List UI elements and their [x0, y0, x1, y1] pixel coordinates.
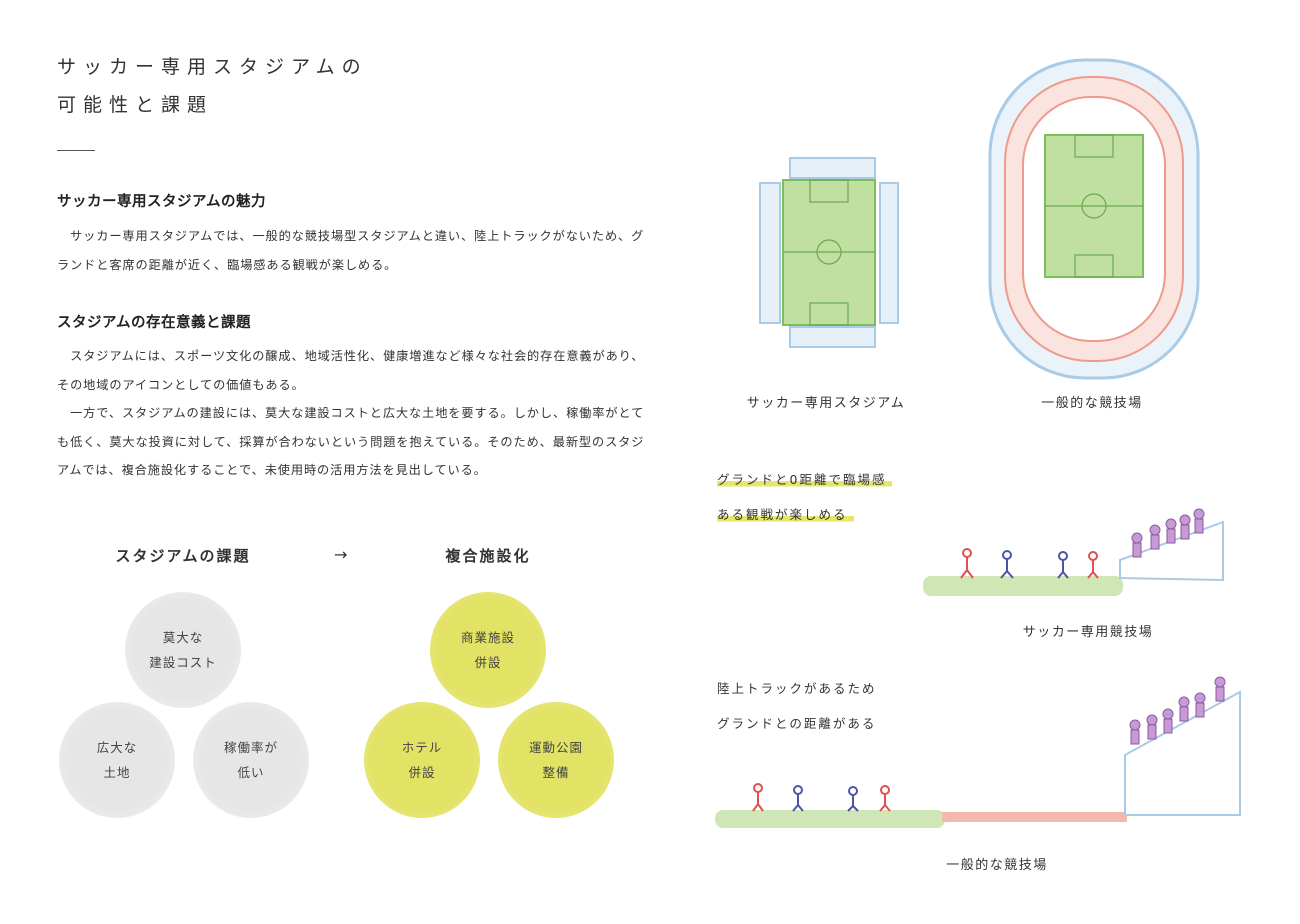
solutions-heading: 複合施設化 [445, 547, 531, 565]
circle-text: 運動公園 [528, 740, 583, 755]
general-field-scene [715, 676, 1241, 828]
general-stadium-label: 一般的な競技場 [1041, 396, 1143, 411]
section2-paragraph2: 一方で、スタジアムの建設には、莫大な建設コストと広大な土地を要する。しかし、稼働… [57, 406, 645, 477]
soccer-stadium-label: サッカー専用スタジアム [746, 396, 906, 411]
page-title-line1: サッカー専用スタジアムの [57, 56, 368, 78]
section2-paragraph1: スタジアムには、スポーツ文化の醸成、地域活性化、健康増進など様々な社会的存在意義… [57, 349, 645, 392]
section2-heading: スタジアムの存在意義と課題 [57, 315, 251, 331]
problem-cost: 莫大な建設コスト [125, 592, 241, 708]
circle-text: 広大な [96, 740, 138, 755]
soccer-stadium-illustration [759, 157, 899, 348]
circle-text: 莫大な [162, 630, 204, 645]
solution-hotel: ホテル併設 [364, 702, 480, 818]
scene1-label: サッカー専用競技場 [1022, 625, 1154, 640]
circle-text: 整備 [542, 765, 570, 780]
circle-text: ホテル [401, 740, 443, 755]
note1-line1: グランドと0距離で臨場感 [717, 469, 893, 488]
scene2-label: 一般的な競技場 [946, 858, 1048, 873]
circle-text: 建設コスト [149, 655, 217, 670]
circle-text: 併設 [474, 655, 502, 670]
section1-paragraph: サッカー専用スタジアムでは、一般的な競技場型スタジアムと違い、陸上トラックがない… [57, 229, 645, 272]
problem-land: 広大な土地 [59, 702, 175, 818]
note2-line2: グランドとの距離がある [717, 716, 877, 731]
circle-text: 併設 [408, 765, 436, 780]
note1-line2: ある観戦が楽しめる [717, 504, 854, 523]
general-stadium-illustration [988, 58, 1200, 380]
circle-text: 低い [237, 765, 265, 780]
circle-text: 商業施設 [460, 630, 515, 645]
note2-line1: 陸上トラックがあるため [717, 681, 877, 696]
soccer-field-scene [923, 508, 1224, 596]
problems-heading: スタジアムの課題 [115, 547, 251, 565]
solution-park: 運動公園整備 [498, 702, 614, 818]
circle-text: 土地 [103, 765, 131, 780]
title-divider [57, 150, 95, 151]
circle-text: 稼働率が [223, 740, 278, 755]
page-title-line2: 可能性と課題 [57, 94, 214, 116]
section1-heading: サッカー専用スタジアムの魅力 [57, 194, 266, 210]
arrow-icon: → [334, 545, 348, 564]
problem-utilization: 稼働率が低い [193, 702, 309, 818]
solution-commercial: 商業施設併設 [430, 592, 546, 708]
